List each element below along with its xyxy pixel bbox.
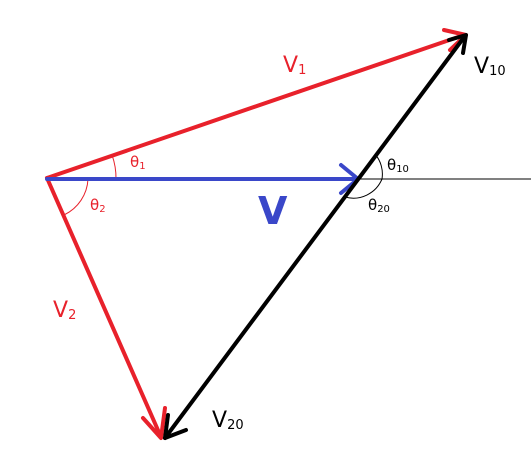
theta2-arc <box>63 178 89 216</box>
v10-label-main: V <box>474 54 490 79</box>
v1-label-main: V <box>283 53 299 78</box>
v2-vector-shaft <box>45 176 163 439</box>
v10-label-sub: 10 <box>489 64 506 79</box>
v2-label-main: V <box>53 298 69 323</box>
theta2-label-sub: 2 <box>99 204 106 215</box>
v1-vector-shaft <box>45 33 466 180</box>
v20-vector-arrowhead <box>163 413 188 440</box>
v10-vector-arrowhead <box>447 33 468 55</box>
theta2-label: θ2 <box>90 196 106 215</box>
v20-label: V20 <box>212 408 244 433</box>
theta10-label-main: θ <box>387 156 397 174</box>
v1-label-sub: 1 <box>298 63 307 78</box>
v1-label: V1 <box>283 53 307 78</box>
v2-vector-arrowhead <box>141 406 167 440</box>
theta1-label: θ1 <box>130 153 146 172</box>
v10-label: V10 <box>474 54 506 79</box>
theta1-arc <box>111 154 117 180</box>
theta20-label-main: θ <box>368 196 378 214</box>
theta20-label: θ20 <box>368 196 390 215</box>
theta1-label-sub: 1 <box>139 161 146 172</box>
v-label-main: V <box>258 189 288 233</box>
theta1-label-main: θ <box>130 153 140 171</box>
v2-label: V2 <box>53 298 77 323</box>
v-label: V <box>258 192 287 230</box>
v10-v20-vector-shaft <box>163 34 467 440</box>
theta10-label-sub: 10 <box>396 164 409 175</box>
v20-label-sub: 20 <box>227 418 244 433</box>
theta20-arc <box>344 178 383 199</box>
theta10-label: θ10 <box>387 156 409 175</box>
v2-label-sub: 2 <box>68 308 77 323</box>
theta2-label-main: θ <box>90 196 100 214</box>
v20-label-main: V <box>212 408 228 433</box>
theta20-label-sub: 20 <box>377 204 390 215</box>
